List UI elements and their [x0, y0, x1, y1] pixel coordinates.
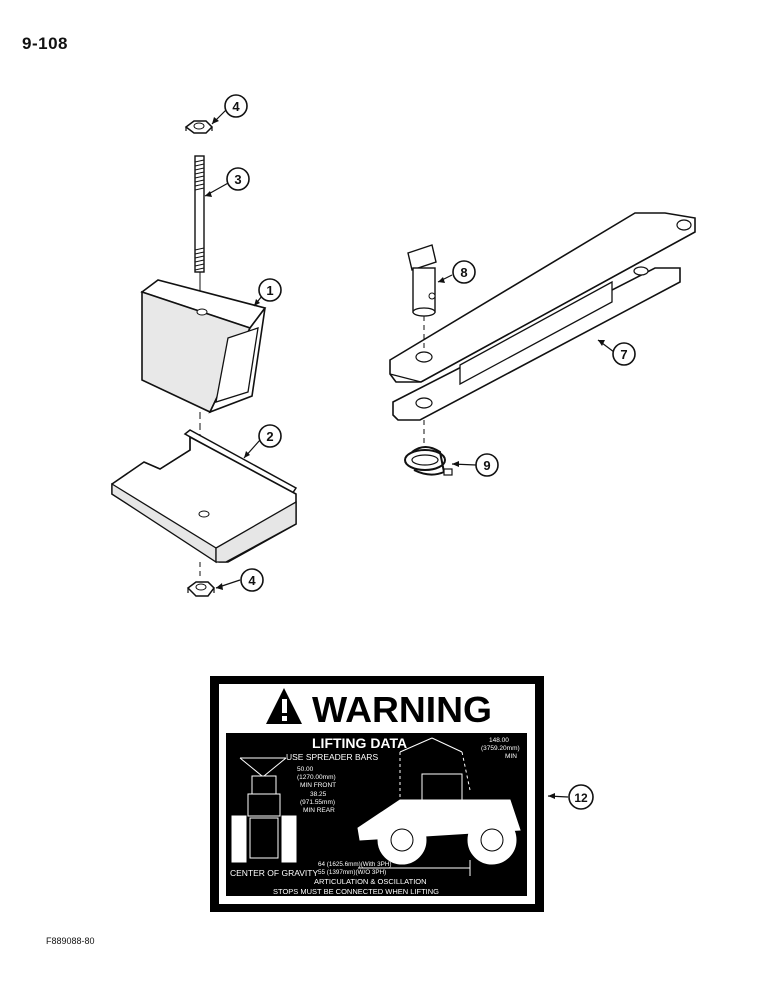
center-of-gravity-with-3ph: 64 (1625.6mm)(With 3PH) — [318, 861, 391, 868]
hex-nut-top — [184, 120, 214, 134]
articulation-note: ARTICULATION & OSCILLATION — [314, 877, 427, 886]
threaded-stud — [194, 155, 205, 273]
top-dimension-in: 148.00 — [489, 737, 509, 744]
callout-label: 2 — [266, 429, 273, 444]
center-of-gravity-label: CENTER OF GRAVITY — [230, 868, 318, 878]
warning-heading: WARNING — [312, 689, 492, 730]
top-dimension-mm: (3759.20mm) — [481, 745, 520, 752]
exclamation-icon — [282, 699, 287, 713]
callout-1: 1 — [258, 278, 282, 302]
center-of-gravity-without-3ph: 55 (1397mm)(W/O 3PH) — [318, 869, 386, 876]
callout-9: 9 — [475, 453, 499, 477]
lynch-pin — [404, 446, 453, 476]
spacer-block — [140, 279, 267, 414]
figure-code: F889088-80 — [46, 936, 95, 946]
callout-label: 4 — [232, 99, 240, 114]
callout-label: 8 — [460, 265, 467, 280]
rear-dimension-label: MIN REAR — [303, 807, 335, 814]
callout-4-bottom: 4 — [240, 568, 264, 592]
channel-bracket — [111, 429, 298, 564]
stops-connected-note: STOPS MUST BE CONNECTED WHEN LIFTING — [273, 887, 439, 896]
link-bar-upper — [389, 212, 696, 386]
clevis-pin — [407, 244, 437, 317]
callout-8: 8 — [452, 260, 476, 284]
page-number: 9-108 — [22, 34, 68, 53]
tractor-side-view — [357, 737, 521, 876]
callout-label: 1 — [266, 283, 273, 298]
callout-label: 7 — [620, 347, 627, 362]
callout-label: 3 — [234, 172, 241, 187]
front-dimension-mm: (1270.00mm) — [297, 774, 336, 781]
leader-arrowheads — [205, 117, 605, 799]
callout-2: 2 — [258, 424, 282, 448]
callout-7: 7 — [612, 342, 636, 366]
rear-dimension-in: 38.25 — [310, 791, 327, 798]
lifting-data-title: LIFTING DATA — [312, 735, 407, 751]
front-dimension-label: MIN FRONT — [300, 782, 336, 789]
top-dimension-label: MIN — [505, 753, 517, 760]
spreader-bars-note: USE SPREADER BARS — [286, 752, 378, 762]
rear-dimension-mm: (971.55mm) — [300, 799, 335, 806]
callout-label: 9 — [483, 458, 490, 473]
callout-label: 12 — [574, 791, 588, 805]
callout-4-top: 4 — [224, 94, 248, 118]
tractor-front-view — [231, 757, 297, 863]
callout-12: 12 — [568, 784, 594, 810]
callout-3: 3 — [226, 167, 250, 191]
front-dimension-in: 50.00 — [297, 766, 314, 773]
warning-decal: WARNING LIFTING DATA USE SPREADER BARS 5… — [210, 676, 544, 912]
callout-label: 4 — [248, 573, 256, 588]
hex-nut-bottom — [186, 581, 215, 597]
